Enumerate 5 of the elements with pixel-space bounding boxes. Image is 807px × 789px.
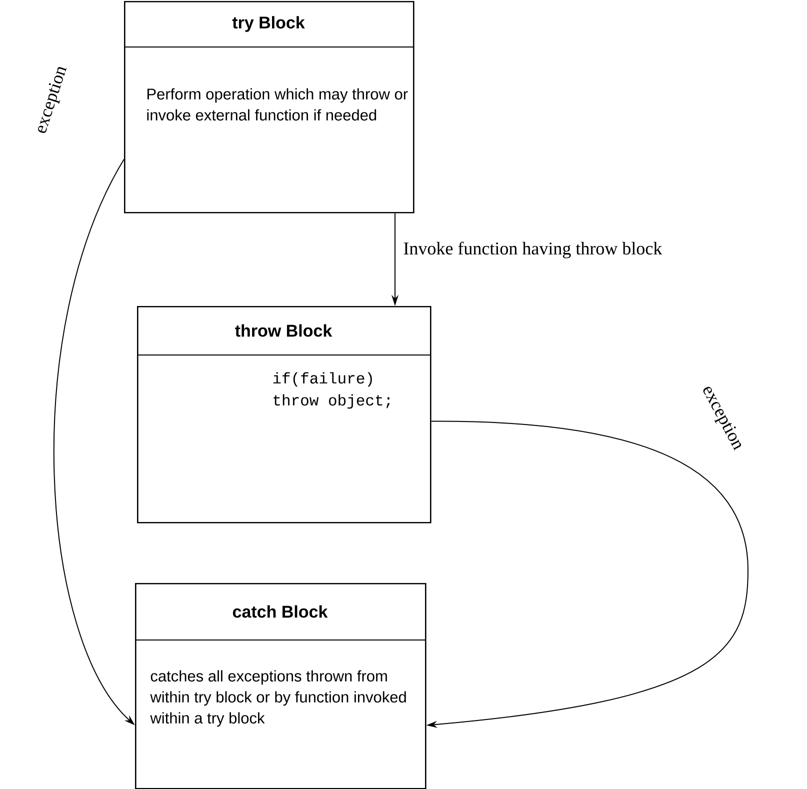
block-box: catch Block catches all exceptions thrown from within try block or by function invoked within a try block bbox=[135, 583, 426, 789]
edge-label: exception bbox=[32, 63, 72, 137]
edge-label: Invoke function having throw block bbox=[402, 240, 664, 260]
block-box: throw Block if(failure) throw object; bbox=[137, 306, 432, 524]
block-box: try Block Perform operation which may throw or invoke external function if needed bbox=[124, 1, 414, 214]
